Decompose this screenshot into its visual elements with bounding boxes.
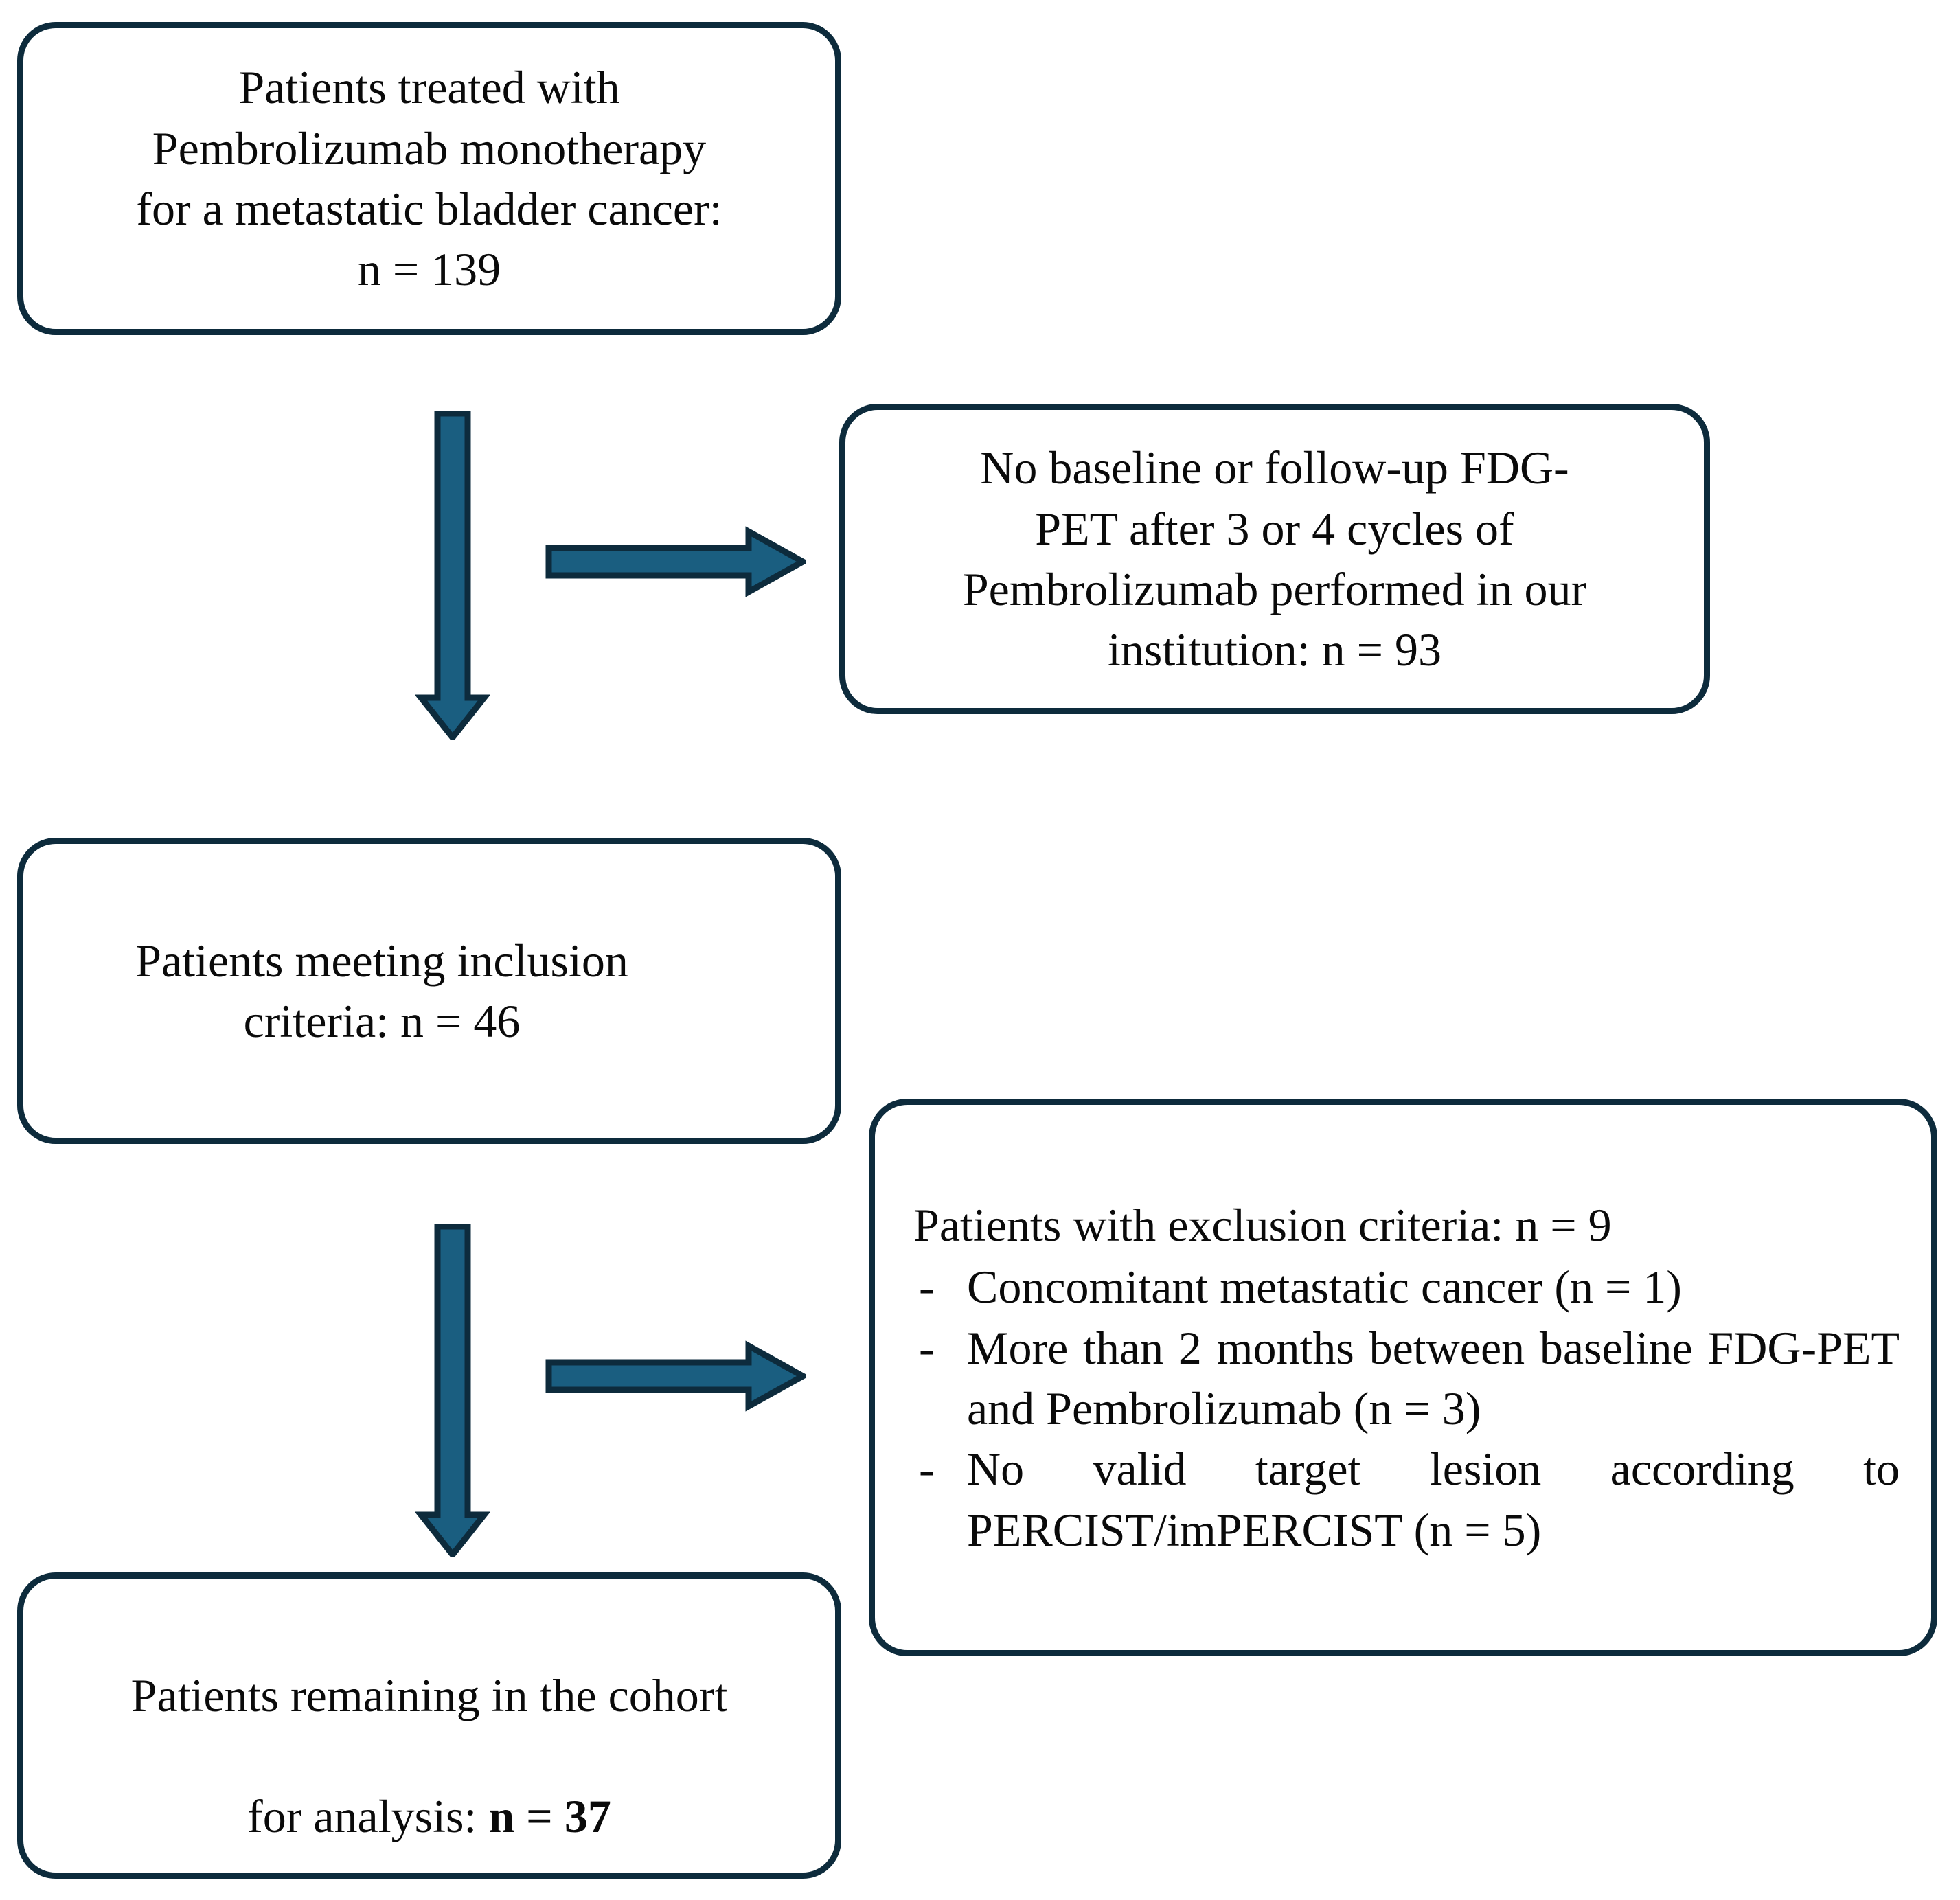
arrow-treated-to-inclusion [415, 411, 490, 740]
exclusion-list-item: - More than 2 months between baseline FD… [913, 1318, 1900, 1439]
bullet-dash-icon: - [919, 1321, 935, 1374]
cohort-line-1: Patients remaining in the cohort [130, 1669, 728, 1721]
bullet-dash-icon: - [919, 1443, 935, 1496]
node-patients-remaining-in-cohort: Patients remaining in the cohort for ana… [17, 1572, 841, 1879]
bullet-dash-icon: - [919, 1261, 935, 1314]
node-patients-treated-label: Patients treated with Pembrolizumab mono… [136, 61, 722, 296]
exclusion-criteria-list: - Concomitant metastatic cancer (n = 1) … [913, 1257, 1900, 1560]
node-no-baseline-followup-fdg-pet-label: No baseline or follow-up FDG- PET after … [962, 442, 1587, 676]
exclusion-list-item-text: Concomitant metastatic cancer (n = 1) [967, 1261, 1682, 1314]
exclusion-list-item: - Concomitant metastatic cancer (n = 1) [913, 1257, 1900, 1317]
exclusion-list-item-text: No valid target lesion according to PERC… [967, 1443, 1900, 1556]
node-patients-with-exclusion-criteria: Patients with exclusion criteria: n = 9 … [869, 1099, 1937, 1656]
exclusion-list-item: - No valid target lesion according to PE… [913, 1439, 1900, 1560]
node-patients-remaining-in-cohort-label: Patients remaining in the cohort for ana… [102, 1604, 757, 1847]
cohort-count: n = 37 [488, 1790, 611, 1843]
node-no-baseline-followup-fdg-pet: No baseline or follow-up FDG- PET after … [839, 404, 1710, 714]
node-patients-treated: Patients treated with Pembrolizumab mono… [17, 22, 841, 335]
exclusion-list-item-text: More than 2 months between baseline FDG-… [967, 1321, 1900, 1434]
exclusion-content: Patients with exclusion criteria: n = 9 … [875, 1195, 1931, 1560]
arrow-inclusion-to-cohort [415, 1224, 490, 1557]
cohort-line-2-prefix: for analysis: [247, 1790, 489, 1843]
node-patients-meeting-inclusion-criteria-label: Patients meeting inclusion criteria: n =… [135, 934, 628, 1047]
arrow-inclusion-to-exclusion [545, 1340, 806, 1412]
node-patients-meeting-inclusion-criteria: Patients meeting inclusion criteria: n =… [17, 838, 841, 1144]
arrow-treated-to-no-pet [545, 526, 806, 597]
exclusion-heading: Patients with exclusion criteria: n = 9 [913, 1198, 1612, 1251]
